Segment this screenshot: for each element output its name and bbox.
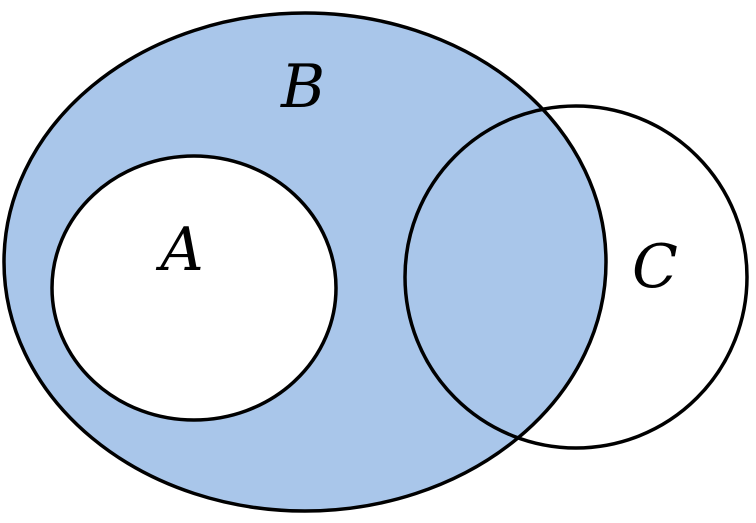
set-a-ellipse — [50, 154, 338, 422]
set-c-label: C — [632, 232, 678, 302]
set-b-label: B — [280, 52, 325, 122]
set-a-label: A — [155, 215, 203, 285]
